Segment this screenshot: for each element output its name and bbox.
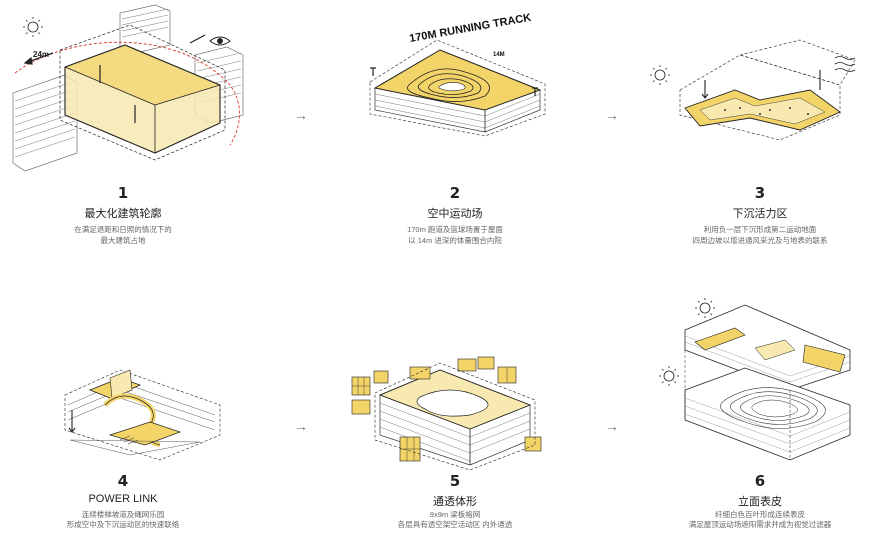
arrow-right-icon: → — [605, 418, 619, 434]
diagram-step-5 — [340, 345, 555, 480]
arrow-right-icon: → — [294, 107, 308, 123]
arrow-right-icon: → — [605, 107, 619, 123]
step-6-number: 6 — [754, 472, 766, 490]
step-2-desc-line1: 170m 跑道及篮球场置于屋面 — [407, 225, 503, 234]
step-6-desc-line1: 纤细白色百叶形成连续表皮 — [715, 510, 805, 519]
step-4-number: 4 — [117, 472, 129, 490]
step-4-desc-line1: 连续楼梯坡道及绳网乐园 — [81, 510, 165, 519]
distance-label: 24m — [33, 50, 49, 59]
step-2-desc-line2: 以 14m 进深的体量围合内院 — [408, 236, 502, 245]
step-1-number: 1 — [117, 184, 129, 202]
diagram-step-6 — [655, 290, 870, 475]
depth-label: 14M — [493, 52, 505, 58]
diagram-step-3 — [640, 30, 870, 155]
step-5-title: 通透体形 — [433, 496, 477, 508]
step-4-desc-line2: 形成空中及下沉运动区的快速联络 — [66, 520, 180, 529]
step-4-title: POWER LINK — [88, 493, 158, 505]
step-3-desc-line2: 四周边坡以增进通风采光及与地表的联系 — [692, 236, 828, 245]
step-2-title: 空中运动场 — [427, 208, 483, 220]
step-5-number: 5 — [449, 472, 461, 490]
step-5-desc-line1: 9x9m 梁板格网 — [429, 510, 481, 519]
step-5-desc-line2: 各层具有透空架空活动区 内外通透 — [397, 520, 513, 529]
step-3-desc-line1: 利用负一层下沉形成第二运动地面 — [703, 225, 817, 234]
running-track-label: 170M RUNNING TRACK — [408, 12, 532, 45]
step-1-desc-line2: 最大建筑占地 — [100, 236, 146, 245]
diagram-step-4 — [50, 350, 240, 475]
step-2-number: 2 — [449, 184, 461, 202]
step-6-title: 立面表皮 — [738, 496, 782, 508]
step-1-desc-line1: 在满足退距和日照的情况下的 — [74, 225, 172, 234]
arrow-right-icon: → — [294, 418, 308, 434]
step-3-number: 3 — [754, 184, 766, 202]
diagram-step-2: 170M RUNNING TRACK 14M — [335, 10, 560, 140]
diagram-step-1: 24m — [5, 4, 250, 180]
step-6-desc-line2: 满足屋顶运动场遮阳需求并成为视觉过滤器 — [688, 520, 832, 529]
step-3-title: 下沉活力区 — [732, 208, 788, 220]
step-1-title: 最大化建筑轮廓 — [84, 208, 162, 220]
